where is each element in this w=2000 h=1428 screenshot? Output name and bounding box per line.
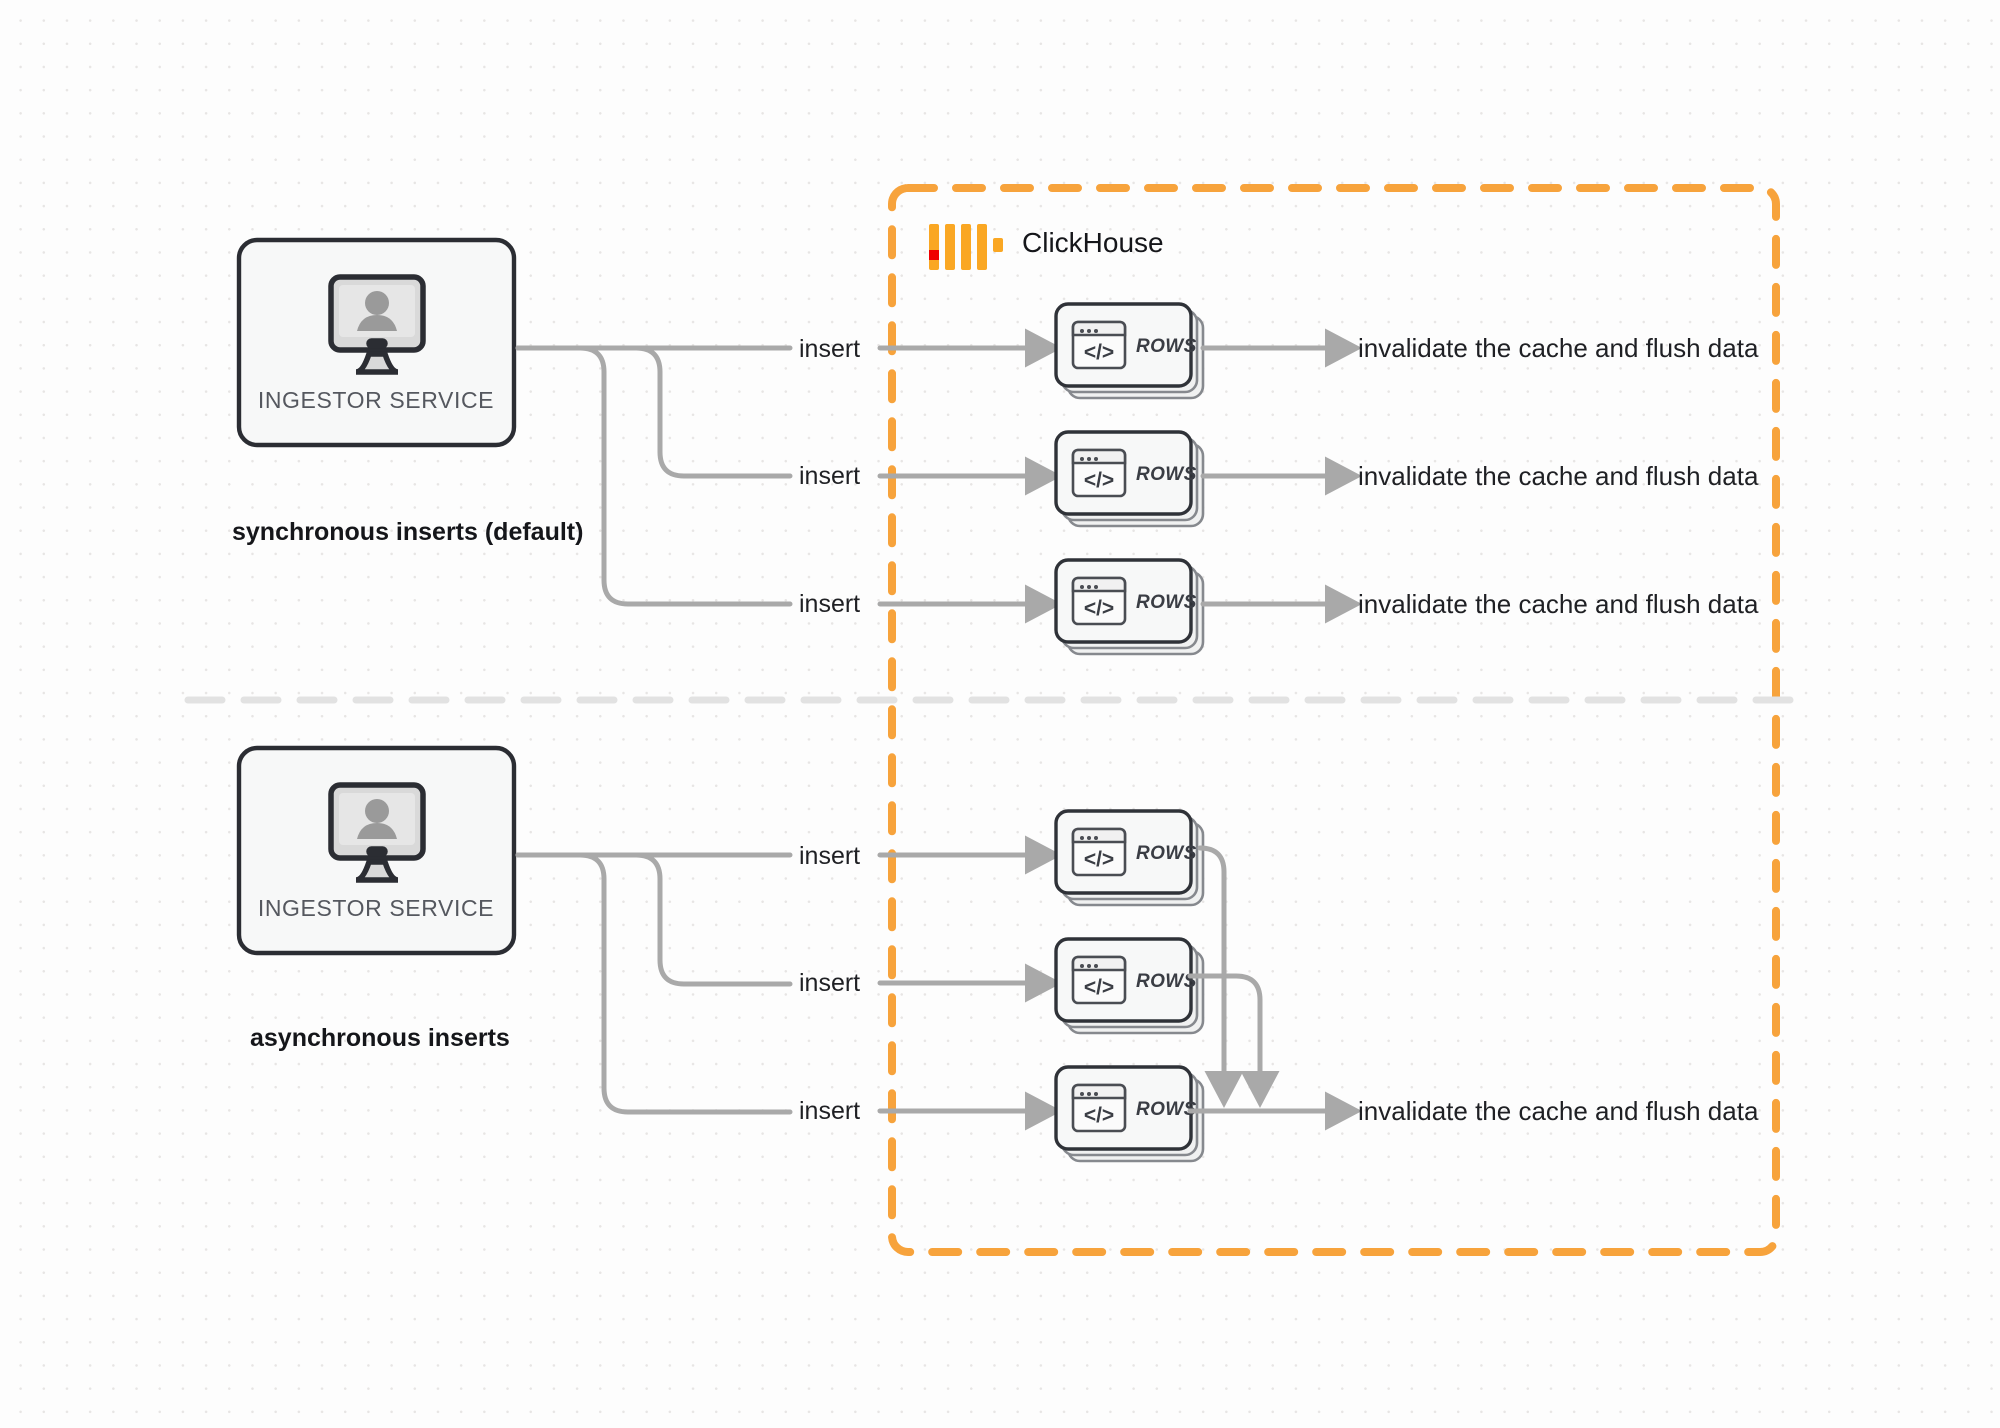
section-caption-synchronous: synchronous inserts (default)	[232, 518, 583, 546]
wire-async-merge-1	[1197, 845, 1244, 1108]
code-window-icon: </>	[1071, 320, 1127, 370]
rows-node-label-sync-3: ROWS	[1136, 592, 1197, 613]
rows-node-async-1[interactable]: </> ROWS	[1054, 809, 1205, 907]
rows-node-label-async-1: ROWS	[1136, 843, 1197, 864]
svg-text:</>: </>	[1084, 976, 1114, 999]
code-window-icon: </>	[1071, 1083, 1127, 1133]
sink-label-sync-2: invalidate the cache and flush data	[1358, 461, 1759, 491]
ingestor-service-label: INGESTOR SERVICE	[258, 387, 494, 413]
rows-node-sync-1[interactable]: </> ROWS	[1054, 302, 1205, 400]
wire-sync-3	[515, 345, 793, 607]
wire-sync-2	[515, 345, 793, 479]
wire-async-2	[515, 852, 793, 987]
rows-node-sync-2[interactable]: </> ROWS	[1054, 430, 1205, 528]
rows-node-sync-3[interactable]: </> ROWS	[1054, 558, 1205, 656]
edge-label-insert-async-1: insert	[799, 842, 860, 870]
sink-label-sync-3: invalidate the cache and flush data	[1358, 589, 1759, 619]
code-window-icon: </>	[1071, 827, 1127, 877]
code-window-icon: </>	[1071, 955, 1127, 1005]
wire-async-3	[515, 852, 793, 1115]
sink-label-async: invalidate the cache and flush data	[1358, 1096, 1759, 1126]
rows-node-async-3[interactable]: </> ROWS	[1054, 1065, 1205, 1163]
svg-text:</>: </>	[1084, 597, 1114, 620]
edge-label-insert-sync-1: insert	[799, 335, 860, 363]
section-caption-asynchronous: asynchronous inserts	[250, 1024, 510, 1052]
monitor-user-icon	[328, 782, 426, 883]
sink-label-sync-1: invalidate the cache and flush data	[1358, 333, 1759, 363]
svg-text:</>: </>	[1084, 848, 1114, 871]
edge-label-insert-sync-3: insert	[799, 590, 860, 618]
edge-label-insert-sync-2: insert	[799, 462, 860, 490]
code-window-icon: </>	[1071, 448, 1127, 498]
edge-label-insert-async-2: insert	[799, 969, 860, 997]
wire-async-merge-2	[1187, 973, 1280, 1108]
ingestor-service-asynchronous[interactable]: INGESTOR SERVICE	[236, 745, 517, 956]
ingestor-service-synchronous[interactable]: INGESTOR SERVICE	[236, 237, 517, 448]
edge-label-insert-async-3: insert	[799, 1097, 860, 1125]
rows-node-label-sync-2: ROWS	[1136, 464, 1197, 485]
clickhouse-logo-icon	[929, 224, 1003, 270]
ingestor-service-label: INGESTOR SERVICE	[258, 895, 494, 921]
clickhouse-boundary	[888, 184, 1780, 1256]
rows-node-async-2[interactable]: </> ROWS	[1054, 937, 1205, 1035]
svg-text:</>: </>	[1084, 469, 1114, 492]
rows-node-label-sync-1: ROWS	[1136, 336, 1197, 357]
svg-text:</>: </>	[1084, 1104, 1114, 1127]
rows-node-label-async-2: ROWS	[1136, 971, 1197, 992]
clickhouse-brand-label: ClickHouse	[1022, 227, 1164, 258]
rows-node-label-async-3: ROWS	[1136, 1099, 1197, 1120]
monitor-user-icon	[328, 274, 426, 375]
svg-text:</>: </>	[1084, 341, 1114, 364]
code-window-icon: </>	[1071, 576, 1127, 626]
